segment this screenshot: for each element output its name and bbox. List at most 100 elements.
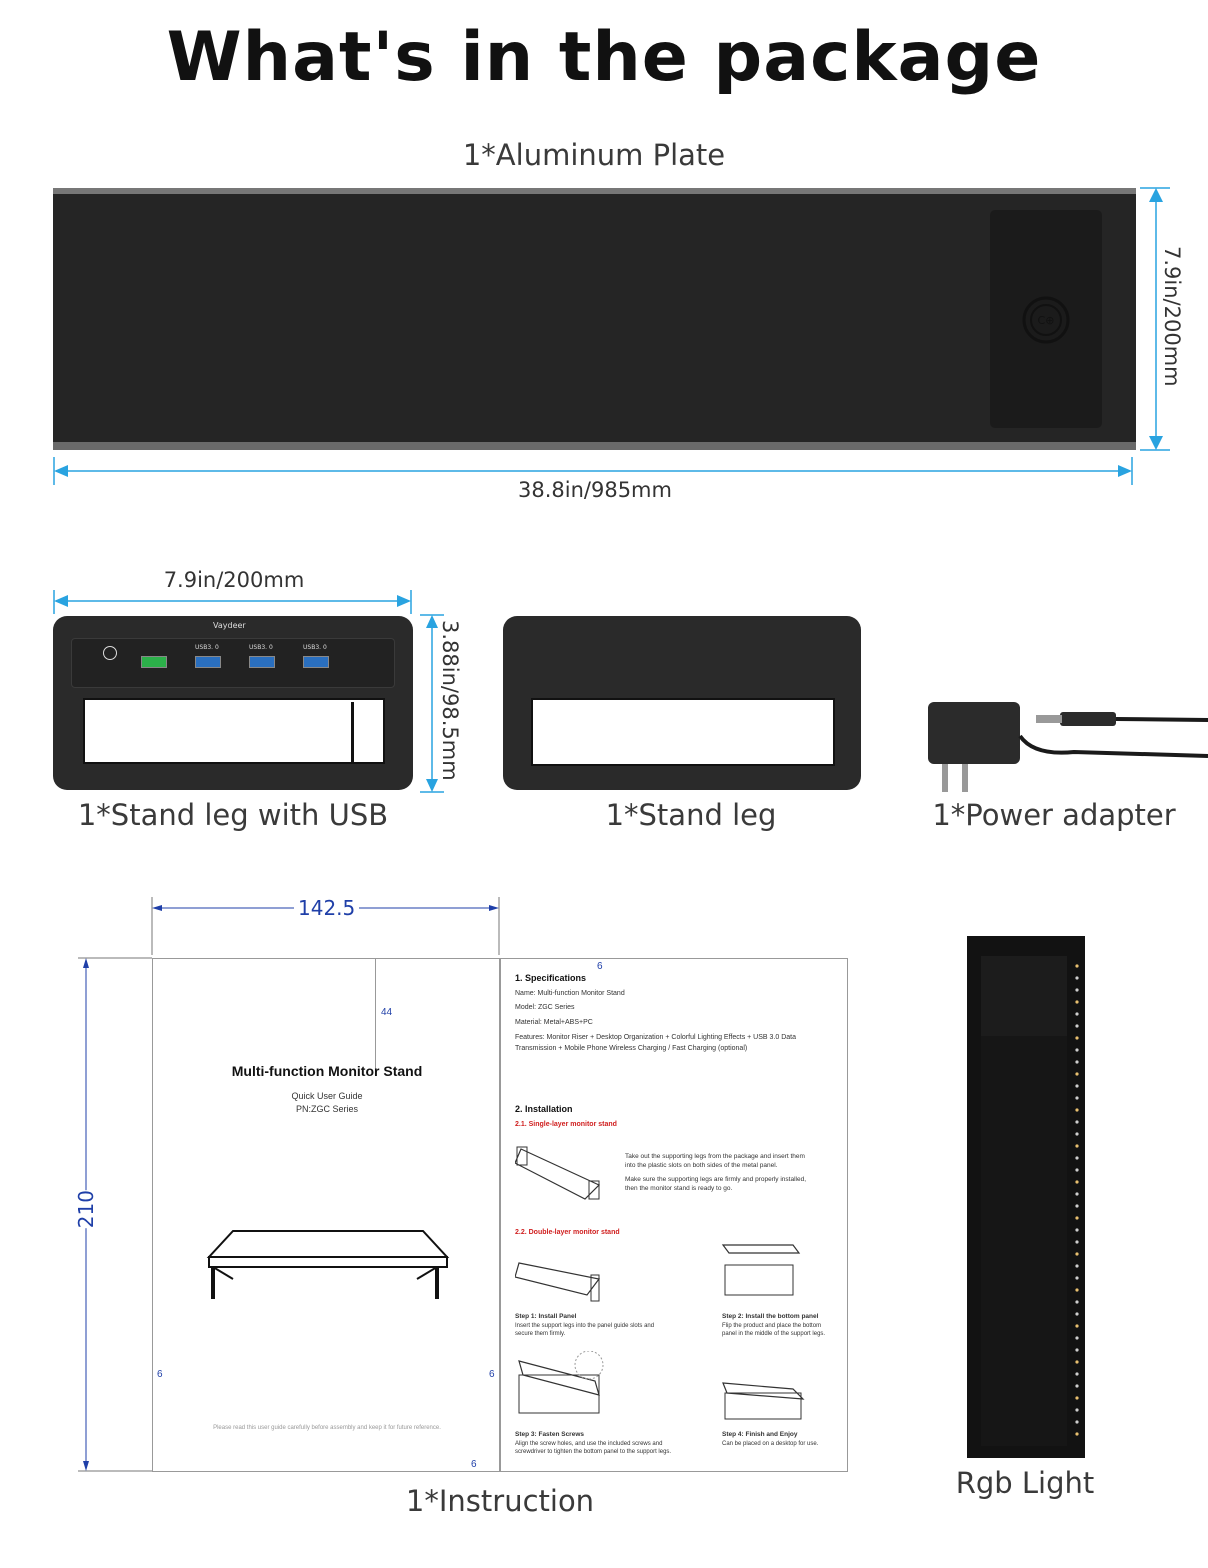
instruction-label: 1*Instruction	[405, 1484, 595, 1518]
single-text-1: Take out the supporting legs from the pa…	[625, 1153, 805, 1160]
charging-port	[141, 656, 167, 668]
cable	[351, 702, 354, 762]
led-dot	[1075, 988, 1079, 992]
led-dot	[1075, 1060, 1079, 1064]
spec-name: Name: Multi-function Monitor Stand	[515, 990, 625, 997]
step1-drawing	[515, 1262, 601, 1302]
step3-text: Align the screw holes, and use the inclu…	[515, 1441, 663, 1447]
spec-heading: 1. Specifications	[515, 973, 587, 983]
manual-title: Multi-function Monitor Stand	[231, 1063, 423, 1079]
led-dot	[1075, 1120, 1079, 1124]
step2-text-2: panel in the middle of the support legs.	[722, 1331, 826, 1337]
led-dot	[1075, 1096, 1079, 1100]
usb-port-1	[195, 656, 221, 668]
plate-width-dimension	[53, 457, 1133, 485]
single-text-2b: then the monitor stand is ready to go.	[625, 1185, 733, 1192]
led-dot	[1075, 1228, 1079, 1232]
manual-footer: Please read this user guide carefully be…	[213, 1425, 441, 1431]
stand-leg-image	[503, 616, 861, 790]
led-dot	[1075, 1204, 1079, 1208]
led-dot	[1075, 1036, 1079, 1040]
spec-features: Features: Monitor Riser + Desktop Organi…	[515, 1034, 796, 1041]
double-layer-heading: 2.2. Double-layer monitor stand	[515, 1229, 620, 1236]
manual-cover-page: 44 Multi-function Monitor Stand Quick Us…	[152, 958, 500, 1472]
step3-drawing	[518, 1351, 604, 1414]
leg-cutout	[83, 698, 385, 764]
install-heading: 2. Installation	[515, 1104, 573, 1114]
dim-6-right: 6	[489, 1369, 495, 1380]
leg-width-text: 7.9in/200mm	[163, 568, 305, 592]
led-dot	[1075, 1324, 1079, 1328]
brand-logo: Vaydeer	[213, 621, 246, 630]
led-dot	[1075, 1300, 1079, 1304]
step4-title: Step 4: Finish and Enjoy	[722, 1431, 798, 1438]
usb-port-2	[249, 656, 275, 668]
usb-port-1-label: USB3. 0	[195, 644, 219, 651]
step1-text-2: secure them firmly.	[515, 1331, 566, 1337]
rgb-led-strip	[981, 956, 1079, 1446]
stand-leg-usb-image: Vaydeer USB3. 0 USB3. 0 USB3. 0	[53, 616, 413, 790]
manual-height-dimension	[78, 957, 152, 1472]
leg-cutout	[531, 698, 835, 766]
led-dot	[1075, 1024, 1079, 1028]
dim-44: 44	[381, 1007, 393, 1018]
step3-text-2: screwdriver to tighten the bottom panel …	[515, 1449, 672, 1455]
led-dot	[1075, 1180, 1079, 1184]
step4-text: Can be placed on a desktop for use.	[722, 1441, 819, 1447]
usb-port-3	[303, 656, 329, 668]
manual-height-text: 210	[74, 1190, 98, 1229]
plate-height-dimension	[1140, 187, 1170, 451]
led-dot	[1075, 976, 1079, 980]
led-dot	[1075, 1168, 1079, 1172]
wireless-charging-icon: C⊕	[1022, 296, 1070, 344]
led-dot	[1075, 1192, 1079, 1196]
leg-height-dimension	[420, 614, 444, 793]
led-dot	[1075, 964, 1079, 968]
aluminum-plate-image	[53, 188, 1136, 450]
leg-height-text: 3.88in/98.5mm	[438, 620, 462, 781]
led-dot	[1075, 1144, 1079, 1148]
wireless-charger-pad	[990, 210, 1102, 428]
led-dot	[1075, 1084, 1079, 1088]
led-dot	[1075, 1264, 1079, 1268]
led-dot	[1075, 1276, 1079, 1280]
led-dot	[1075, 1012, 1079, 1016]
manual-pn: PN:ZGC Series	[295, 1104, 358, 1114]
led-dot	[1075, 1384, 1079, 1388]
spec-material: Material: Metal+ABS+PC	[515, 1019, 593, 1026]
step1-text: Insert the support legs into the panel g…	[515, 1323, 655, 1329]
manual-width-text: 142.5	[294, 896, 360, 920]
plate-label: 1*Aluminum Plate	[462, 138, 726, 172]
manual-inner-page: 1. Specifications 6 Name: Multi-function…	[500, 958, 848, 1472]
step2-drawing	[721, 1244, 801, 1296]
led-dot	[1075, 1048, 1079, 1052]
led-dot	[1075, 1336, 1079, 1340]
dim-line	[375, 959, 376, 1069]
dim-6-bottom: 6	[471, 1459, 477, 1470]
step3-title: Step 3: Fasten Screws	[515, 1431, 584, 1438]
single-layer-drawing	[515, 1146, 601, 1200]
single-layer-heading: 2.1. Single-layer monitor stand	[515, 1121, 617, 1128]
usb-port-2-label: USB3. 0	[249, 644, 273, 651]
led-dot	[1075, 1420, 1079, 1424]
led-dot	[1075, 1408, 1079, 1412]
dim-6-left: 6	[157, 1369, 163, 1380]
step2-title: Step 2: Install the bottom panel	[722, 1313, 819, 1320]
step2-text: Flip the product and place the bottom	[722, 1323, 822, 1329]
manual-subtitle: Quick User Guide	[291, 1091, 363, 1101]
led-dot	[1075, 1000, 1079, 1004]
led-dot	[1075, 1396, 1079, 1400]
led-dot	[1075, 1312, 1079, 1316]
leg-width-dimension	[53, 590, 412, 614]
step1-title: Step 1: Install Panel	[515, 1313, 577, 1320]
led-dot	[1075, 1240, 1079, 1244]
step4-drawing	[722, 1382, 805, 1420]
spec-features-2: Transmission + Mobile Phone Wireless Cha…	[515, 1045, 748, 1052]
stand-leg-usb-label: 1*Stand leg with USB	[77, 798, 389, 832]
monitor-stand-drawing	[206, 1230, 450, 1299]
power-adapter-label: 1*Power adapter	[932, 798, 1176, 832]
single-text-2: Make sure the supporting legs are firmly…	[625, 1176, 807, 1183]
led-dot	[1075, 1372, 1079, 1376]
plate-width-text: 38.8in/985mm	[518, 478, 672, 502]
led-dot	[1075, 1108, 1079, 1112]
